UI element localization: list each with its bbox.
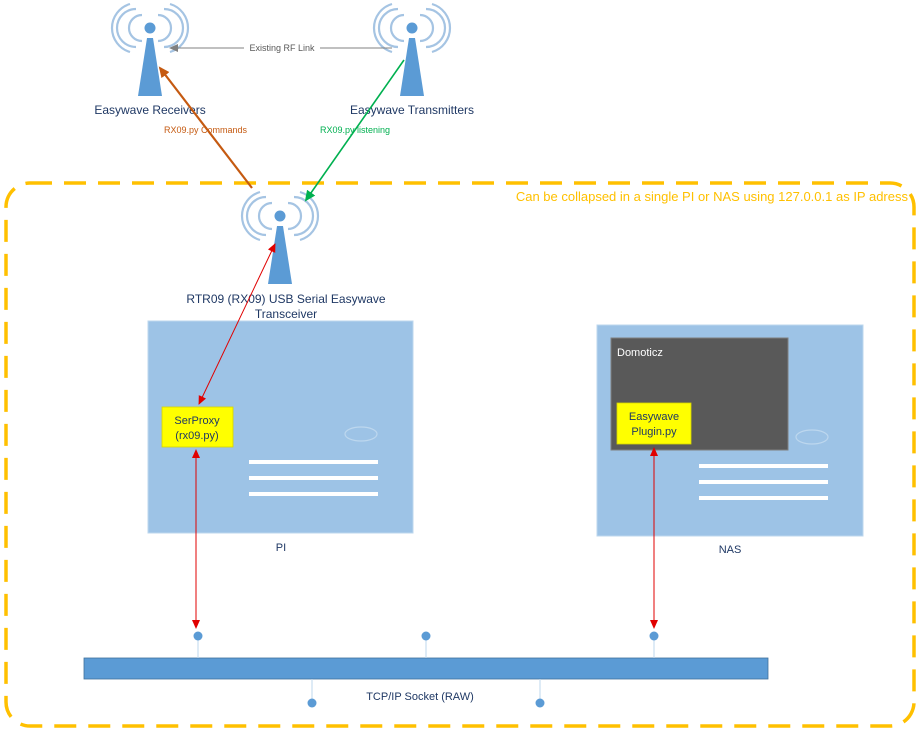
nas-vent-line [699, 480, 828, 484]
pi-vent-line [249, 460, 378, 464]
tcp-bus [83, 657, 769, 680]
network-node-icon [649, 631, 659, 641]
plugin-label-line2: Plugin.py [631, 426, 677, 438]
existing-rf-link-label: Existing RF Link [249, 43, 315, 53]
pi-vent-line [249, 492, 378, 496]
transmitters-antenna-icon [372, 2, 452, 96]
transceiver-antenna-icon [240, 190, 320, 284]
commands-label: RX09.py Commands [164, 125, 248, 135]
receivers-antenna-icon [110, 2, 190, 96]
commands-arrow [158, 66, 253, 189]
listening-arrow [304, 59, 405, 202]
serproxy-label-line1: SerProxy [174, 415, 220, 427]
plugin-label-line1: Easywave [629, 411, 679, 423]
network-node-icon [193, 631, 203, 641]
transmitters-label: Easywave Transmitters [350, 103, 474, 117]
transceiver-label-line1: RTR09 (RX09) USB Serial Easywave [186, 292, 386, 306]
nas-led [795, 429, 829, 445]
serproxy-label-line2: (rx09.py) [175, 430, 218, 442]
pi-label: PI [276, 542, 286, 554]
pi-vent-line [249, 476, 378, 480]
receivers-label: Easywave Receivers [94, 103, 205, 117]
network-node-icon [421, 631, 431, 641]
nas-vent-line [699, 496, 828, 500]
nas-label: NAS [719, 544, 742, 556]
pi-led [344, 426, 378, 442]
network-node-icon [307, 698, 317, 708]
transceiver-label-line2: Transceiver [255, 307, 317, 321]
collapse-boundary [4, 181, 916, 728]
serproxy-box [161, 406, 234, 448]
boundary-note: Can be collapsed in a single PI or NAS u… [516, 189, 909, 204]
network-node-icon [535, 698, 545, 708]
plugin-box [616, 402, 692, 445]
listening-label: RX09.py listening [320, 125, 390, 135]
serial-link-arrow [198, 243, 276, 405]
nas-vent-line [699, 464, 828, 468]
domoticz-label: Domoticz [617, 347, 663, 359]
tcp-bus-label: TCP/IP Socket (RAW) [366, 691, 474, 703]
